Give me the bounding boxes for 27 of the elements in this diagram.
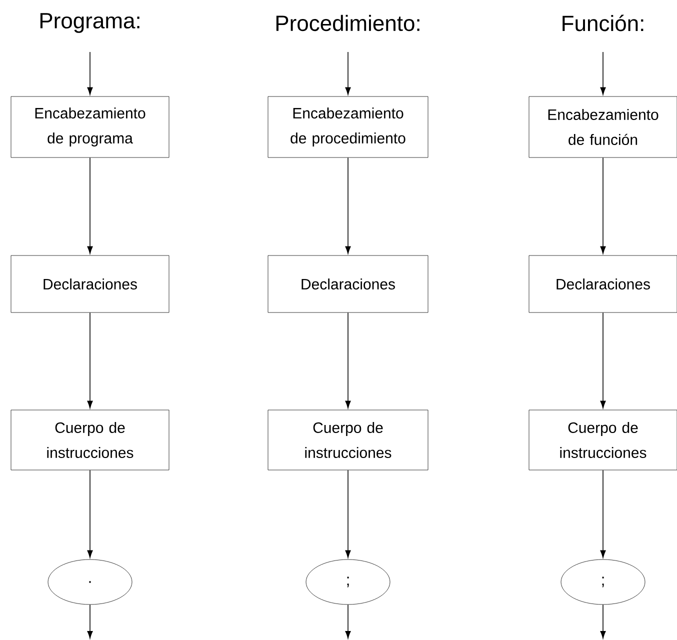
arrow (87, 312, 93, 408)
arrow (600, 604, 606, 639)
arrow (600, 52, 606, 95)
process-box: Cuerpo de instrucciones (268, 410, 428, 470)
process-box: Encabezamiento de programa (10, 96, 170, 158)
column-title: Procedimiento: (276, 14, 420, 32)
arrow (600, 470, 606, 558)
arrow (87, 470, 93, 558)
arrow (345, 157, 351, 254)
arrow (345, 470, 351, 558)
process-box: Cuerpo de instrucciones (528, 410, 677, 470)
process-box: Declaraciones (10, 255, 170, 313)
arrow (87, 157, 93, 254)
arrow (345, 52, 351, 95)
process-box: Encabezamiento de función (528, 96, 677, 158)
process-box: Declaraciones (268, 255, 428, 313)
arrow (345, 312, 351, 408)
arrow (87, 52, 93, 95)
process-box: Declaraciones (528, 255, 677, 313)
column-title: Función: (562, 14, 644, 32)
arrow (600, 312, 606, 408)
process-box: Cuerpo de instrucciones (10, 410, 170, 470)
arrow (345, 604, 351, 639)
arrow (87, 604, 93, 639)
process-box: Encabezamiento de procedimiento (268, 96, 428, 158)
column-title: Programa: (40, 13, 140, 33)
arrow (600, 157, 606, 254)
